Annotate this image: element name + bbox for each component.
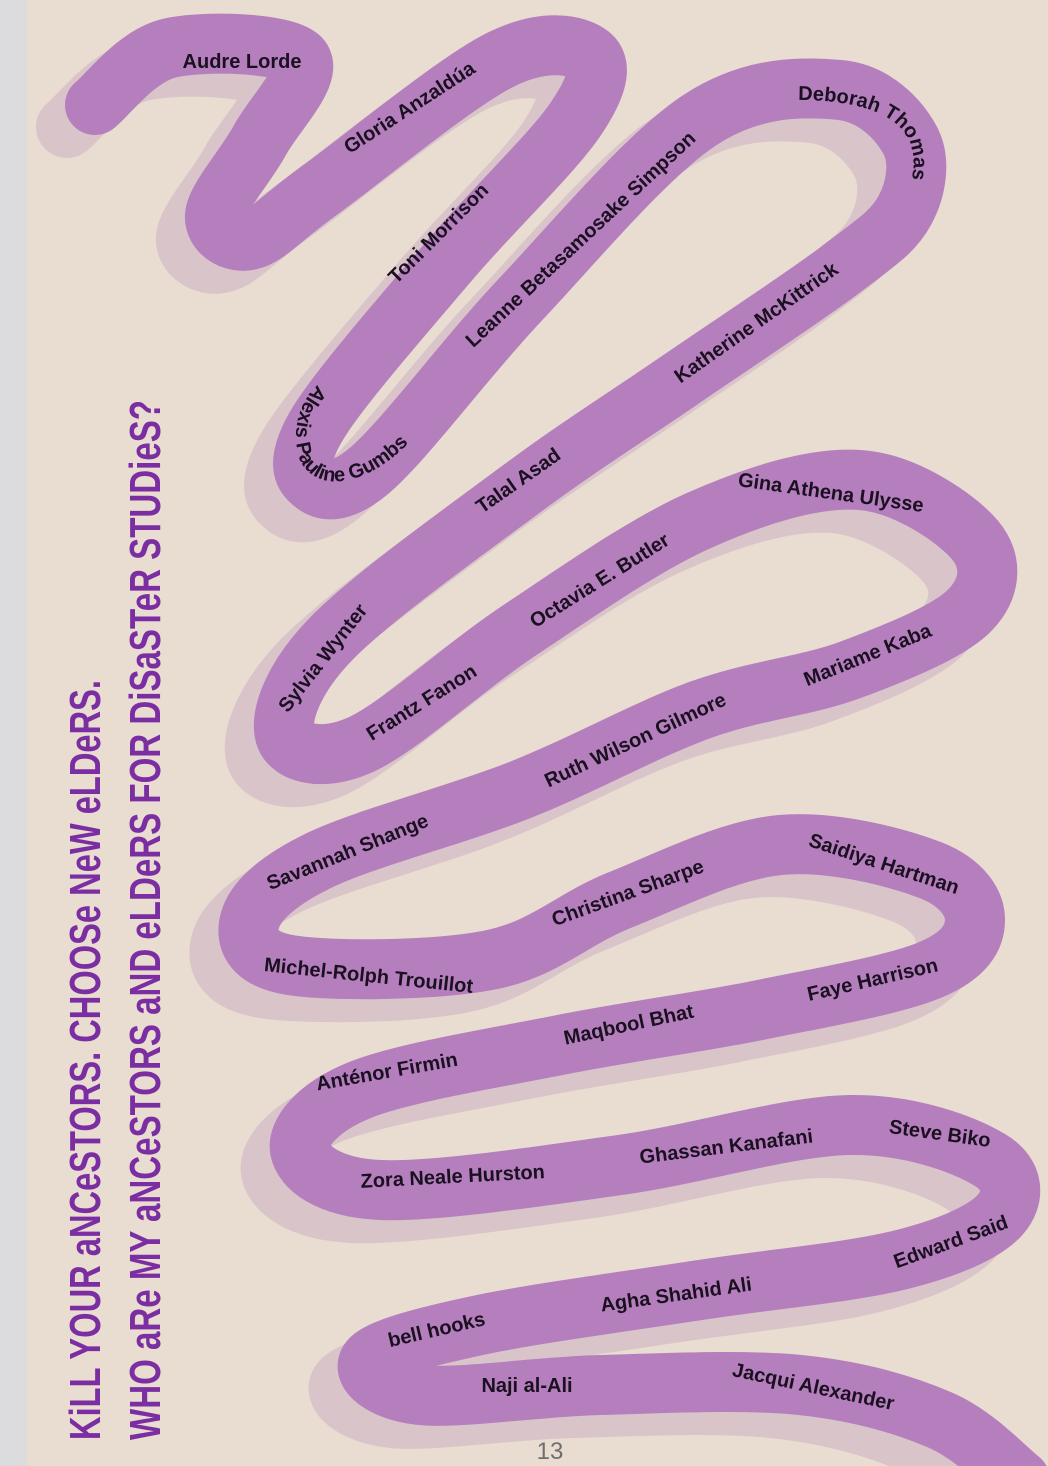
title-line-1: KiLL YOUR aNCeSTORS. CHOOSe NeW eLDeRS. <box>61 680 110 1440</box>
title-line-2: WHO aRe MY aNCeSTORS aND eLDeRS FOR DiSa… <box>121 400 170 1440</box>
name-label: Audre Lorde <box>183 51 302 73</box>
ribbon <box>65 13 1047 1466</box>
name-label: Naji al-Ali <box>481 1375 572 1397</box>
page-number: 13 <box>537 1438 564 1465</box>
